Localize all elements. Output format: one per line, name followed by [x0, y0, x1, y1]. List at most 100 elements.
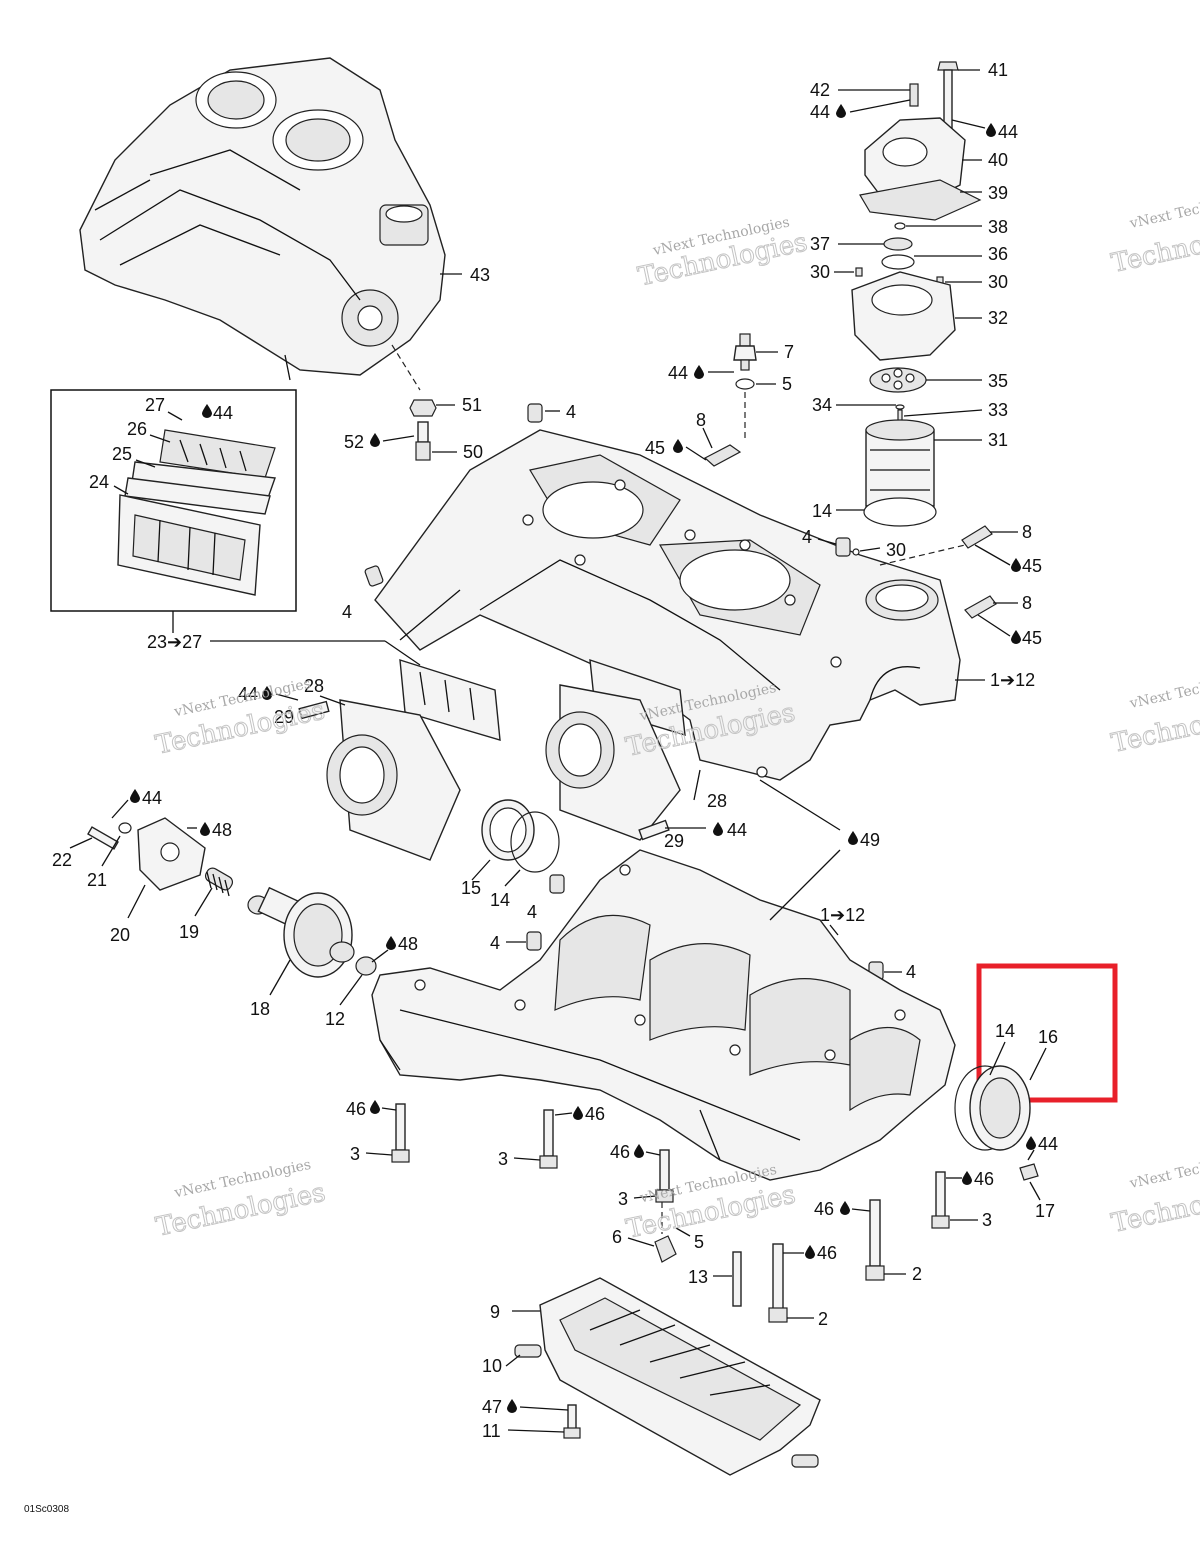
callout-38: 38 [988, 217, 1008, 237]
callout-4-lower2: 4 [490, 933, 500, 953]
callout-35: 35 [988, 371, 1008, 391]
callout-11: 11 [482, 1421, 501, 1441]
callout-46-a: 46 [346, 1099, 366, 1119]
callout-12: 12 [325, 1009, 345, 1029]
callout-8-mid: 8 [1022, 522, 1032, 542]
callout-40: 40 [988, 150, 1008, 170]
callout-3-d: 3 [982, 1210, 992, 1230]
callout-13: 13 [688, 1267, 708, 1287]
end-cover-16 [954, 1065, 1031, 1151]
fittings-8 [703, 444, 997, 619]
callout-21: 21 [87, 870, 107, 890]
diagram-code: 01Sc0308 [24, 1504, 69, 1515]
callout-44-reed: 44 [213, 403, 233, 423]
bolt-nut-50-51 [409, 399, 437, 461]
callout-29-left: 29 [274, 707, 294, 727]
callout-50: 50 [463, 442, 483, 462]
callout-30-mid: 30 [886, 540, 906, 560]
callout-19: 19 [179, 922, 199, 942]
callout-44-pump-pin: 44 [810, 102, 830, 122]
callout-16: 16 [1038, 1027, 1058, 1047]
intake-reed-valves [298, 658, 686, 861]
callout-45-low: 45 [1022, 628, 1042, 648]
callout-6: 6 [612, 1227, 622, 1247]
callout-44-starter-bolt: 44 [142, 788, 162, 808]
callout-25: 25 [112, 444, 132, 464]
callout-45-top: 45 [645, 438, 665, 458]
callout-2-b: 2 [818, 1309, 828, 1329]
callout-46-f: 46 [817, 1243, 837, 1263]
watermarks: vNext Technologies Technologies [635, 214, 811, 293]
callout-28-right: 28 [707, 791, 727, 811]
callout-14-ring: 14 [490, 890, 510, 910]
starter-assembly [87, 817, 377, 978]
callout-20: 20 [110, 925, 130, 945]
engine-block-assembly [79, 57, 446, 381]
callout-47: 47 [482, 1397, 502, 1417]
callout-24: 24 [89, 472, 109, 492]
water-pump-assembly [851, 61, 982, 527]
callout-7: 7 [784, 342, 794, 362]
callout-43: 43 [470, 265, 490, 285]
rubber-rings [481, 799, 560, 873]
callout-48-bearing: 48 [398, 934, 418, 954]
callout-10: 10 [482, 1356, 502, 1376]
watermarks-right-edge: vNext Technologies Technologies vNext Te… [1108, 187, 1200, 1239]
callout-51: 51 [462, 395, 482, 415]
callout-52: 52 [344, 432, 364, 452]
callout-44-right-manifold: 44 [727, 820, 747, 840]
svg-text:vNext Technologies: vNext Technologies [1127, 667, 1200, 712]
callout-31: 31 [988, 430, 1008, 450]
callout-48-starter: 48 [212, 820, 232, 840]
callout-44-sensor: 44 [668, 363, 688, 383]
callout-14-cover: 14 [995, 1021, 1015, 1041]
callout-27: 27 [145, 395, 165, 415]
callout-46-c: 46 [610, 1142, 630, 1162]
callout-30-right: 30 [988, 272, 1008, 292]
callout-1-12-upper: 1➔12 [990, 670, 1035, 690]
callout-9: 9 [490, 1302, 500, 1322]
callout-37: 37 [810, 234, 830, 254]
callout-15: 15 [461, 878, 481, 898]
crankcase-bolts [391, 1103, 950, 1323]
sensor-7 [733, 333, 757, 390]
callout-4-left: 4 [342, 602, 352, 622]
callout-26: 26 [127, 419, 147, 439]
callout-28-left: 28 [304, 676, 324, 696]
callout-39: 39 [988, 183, 1008, 203]
callout-5-lower: 5 [694, 1232, 704, 1252]
callout-1-12-lower: 1➔12 [820, 905, 865, 925]
lower-crankcase [371, 849, 956, 1181]
svg-text:vNext Technologies: vNext Technologies [1127, 1147, 1200, 1192]
callout-44-pump-bolt: 44 [998, 122, 1018, 142]
svg-text:vNext Technologies: vNext Technologies [1127, 187, 1200, 232]
callout-3-c: 3 [618, 1189, 628, 1209]
callout-14-pump: 14 [812, 501, 832, 521]
watermarks-lower-left: vNext Technologies Technologies [153, 1157, 329, 1243]
callout-18: 18 [250, 999, 270, 1019]
watermarks-lower-mid: vNext Technologies Technologies [623, 1162, 799, 1245]
bottom-cover-plate [514, 1277, 821, 1476]
callout-44-cover: 44 [1038, 1134, 1058, 1154]
callout-34: 34 [812, 395, 832, 415]
callout-30-left: 30 [810, 262, 830, 282]
callout-49: 49 [860, 830, 880, 850]
callout-45-mid: 45 [1022, 556, 1042, 576]
callout-42: 42 [810, 80, 830, 100]
callout-23-27: 23➔27 [147, 632, 202, 652]
callout-17: 17 [1035, 1201, 1055, 1221]
callout-46-d: 46 [974, 1169, 994, 1189]
callout-44-manifold: 44 [238, 684, 258, 704]
callout-4-lower1: 4 [527, 902, 537, 922]
callout-46-e: 46 [814, 1199, 834, 1219]
highlight-box [976, 963, 1118, 1103]
callout-46-b: 46 [585, 1104, 605, 1124]
callout-33: 33 [988, 400, 1008, 420]
callout-5-top: 5 [782, 374, 792, 394]
callout-8-low: 8 [1022, 593, 1032, 613]
callout-29-right: 29 [664, 831, 684, 851]
callout-3-b: 3 [498, 1149, 508, 1169]
callout-3-a: 3 [350, 1144, 360, 1164]
reed-valve-inset-parts [117, 429, 276, 596]
